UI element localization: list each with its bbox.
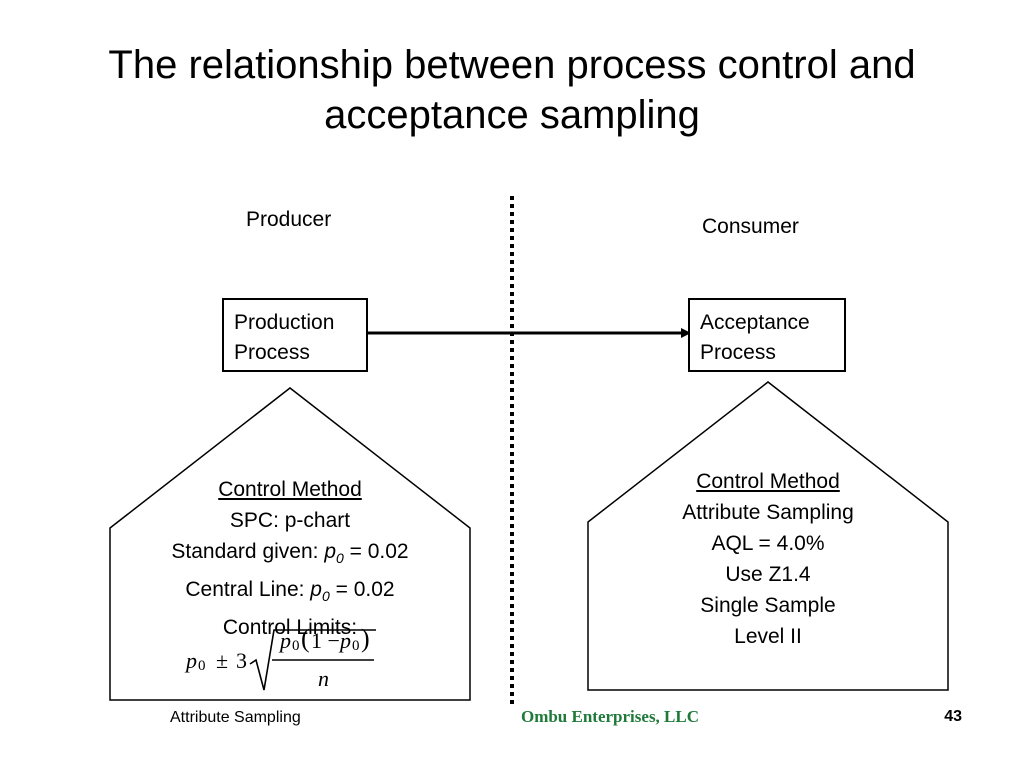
production-box-line-2: Process	[234, 341, 310, 364]
consumer-line-use-z14: Use Z1.4	[725, 563, 811, 586]
formula-num-sub1: 0	[292, 638, 300, 654]
formula-denominator-n: n	[318, 666, 329, 691]
consumer-panel: Control Method Attribute Sampling AQL = …	[588, 466, 948, 652]
producer-pentagon	[109, 387, 471, 701]
control-limits-formula: p 0 ± 3 p 0 ( 1 − p 0 ) n	[180, 620, 400, 698]
consumer-line-aql: AQL = 4.0%	[711, 532, 825, 555]
slide-title-line-1: The relationship between process control…	[108, 43, 916, 87]
formula-lhs-sub: 0	[198, 658, 206, 674]
producer-label: Producer	[246, 208, 332, 231]
acceptance-box-line-2: Process	[700, 341, 776, 364]
consumer-label: Consumer	[702, 215, 799, 238]
producer-line-central-line: Central Line: p0 = 0.02	[185, 578, 395, 605]
acceptance-process-box: Acceptance Process	[688, 298, 846, 372]
production-process-box: Production Process	[222, 298, 368, 372]
formula-one-minus: 1 −	[311, 628, 340, 653]
producer-panel: Control Method SPC: p-chart Standard giv…	[110, 474, 470, 643]
consumer-pentagon	[587, 381, 949, 691]
consumer-control-method-heading: Control Method	[696, 470, 840, 493]
formula-close-paren: )	[361, 624, 370, 653]
formula-three: 3	[236, 648, 247, 673]
footer-company-name: Ombu Enterprises, LLC	[520, 707, 700, 726]
slide-page-number: 43	[944, 708, 962, 725]
slide-title: The relationship between process control…	[20, 40, 1004, 140]
consumer-line-attribute-sampling: Attribute Sampling	[682, 501, 854, 524]
formula-plus-minus: ±	[216, 648, 229, 673]
formula-num-p2: p	[340, 628, 351, 653]
acceptance-box-line-1: Acceptance	[700, 311, 810, 334]
producer-line-control-limits: Control Limits:	[222, 616, 358, 640]
producer-line-spc: SPC: p-chart	[229, 509, 351, 532]
slide-title-line-2: acceptance sampling	[324, 93, 700, 137]
formula-open-paren: (	[301, 624, 310, 653]
formula-num-p1: p	[280, 628, 291, 653]
formula-num-sub2: 0	[352, 638, 360, 654]
consumer-line-single-sample: Single Sample	[700, 594, 836, 617]
footer-left-label: Attribute Sampling	[170, 709, 301, 726]
producer-control-method-heading: Control Method	[218, 478, 362, 501]
consumer-line-level: Level II	[734, 625, 802, 648]
formula-lhs-p: p	[186, 648, 197, 673]
production-box-line-1: Production	[234, 311, 335, 334]
producer-line-standard-given: Standard given: p0 = 0.02	[171, 540, 409, 567]
formula-radical-icon	[249, 629, 376, 691]
